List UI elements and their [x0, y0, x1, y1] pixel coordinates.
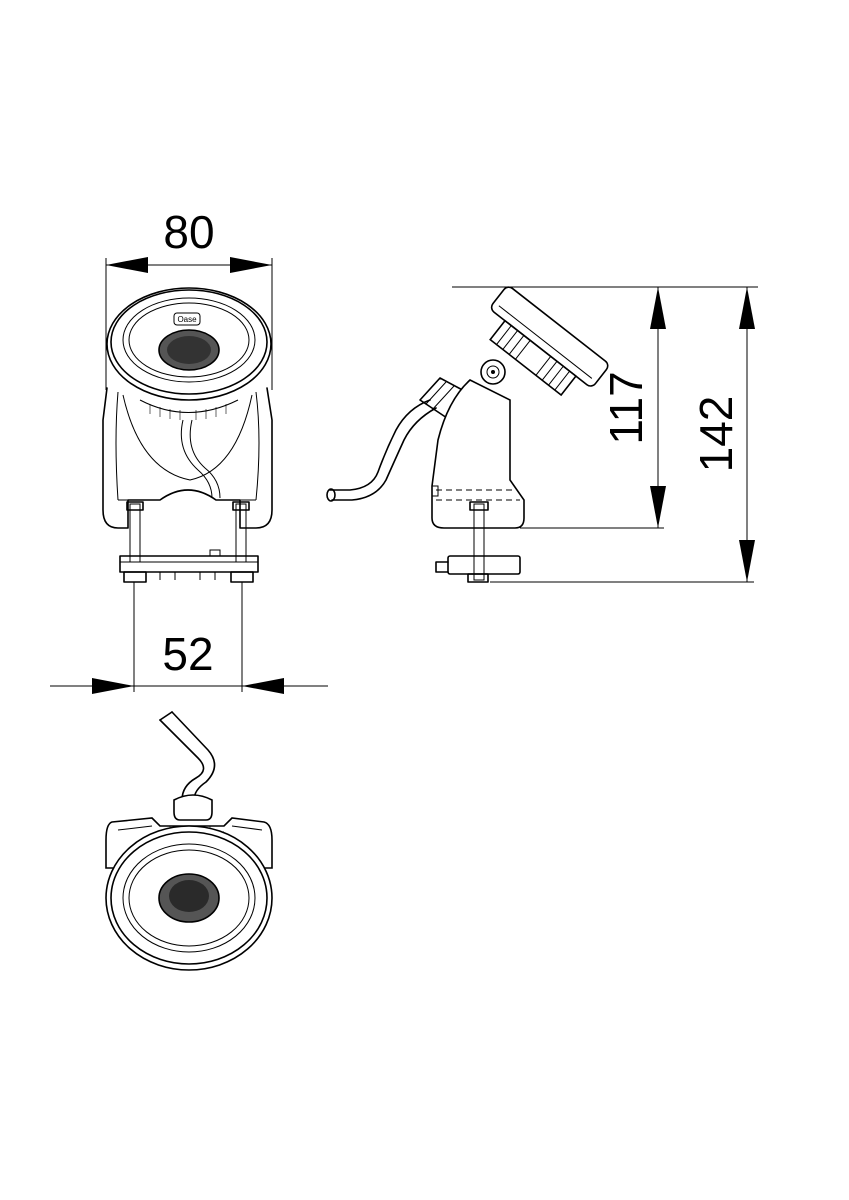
logo-text: Oase: [177, 315, 197, 324]
dim-label-52: 52: [162, 628, 213, 680]
front-view: Oase: [102, 287, 273, 583]
dim-label-117: 117: [600, 371, 652, 444]
top-view: [105, 711, 273, 971]
dimension-width-80: 80: [105, 206, 273, 390]
dimension-height-142: 142: [490, 287, 755, 583]
side-view: [326, 286, 609, 583]
dim-label-80: 80: [163, 206, 214, 258]
dimension-height-117: 117: [452, 286, 758, 529]
dimension-bolt-spacing-52: 52: [50, 582, 328, 694]
dim-label-142: 142: [690, 396, 742, 473]
